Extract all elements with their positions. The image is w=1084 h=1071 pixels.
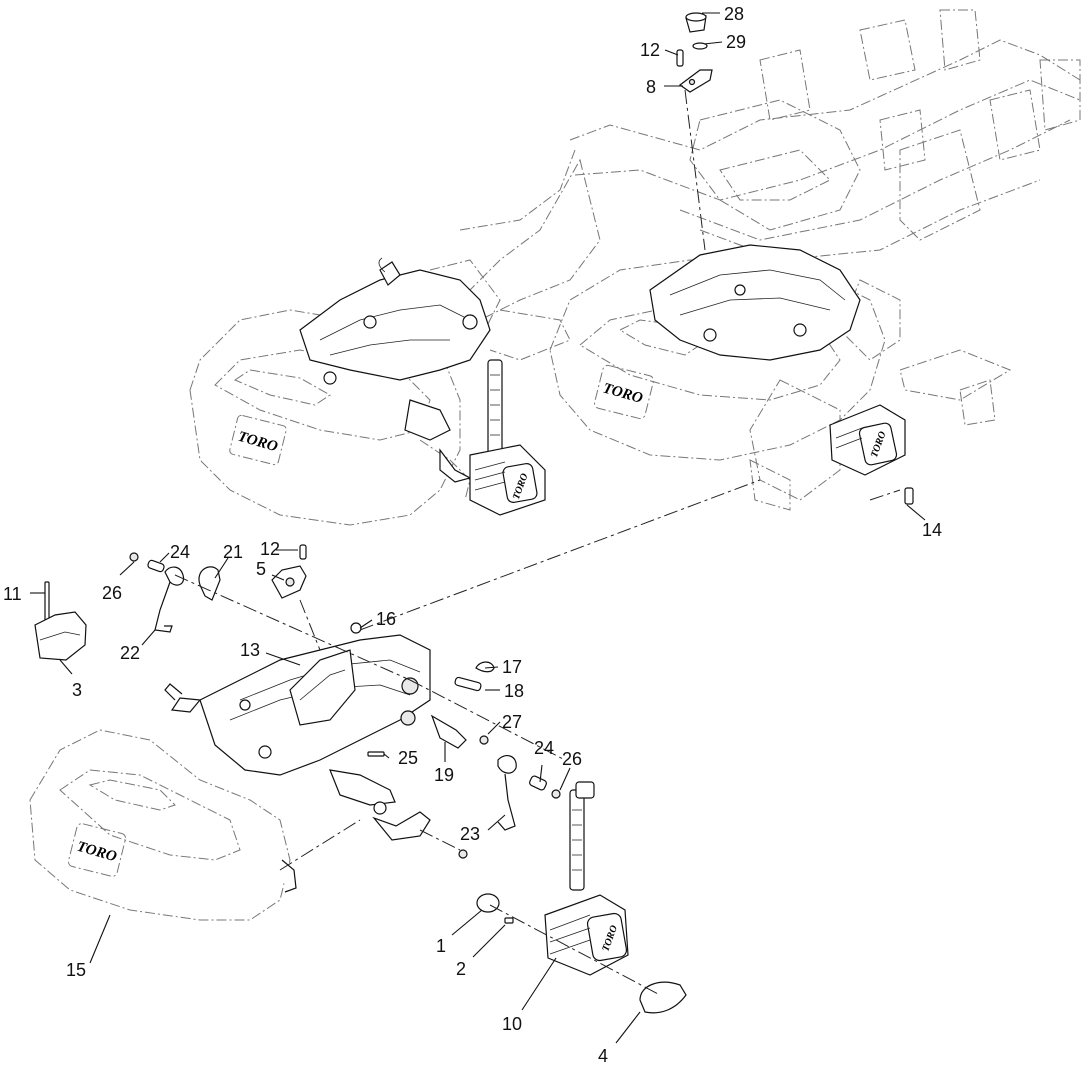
callout-labels: 28 29 12 8 14 11 26 24 21 12 5 22 3 13 1… (3, 4, 942, 1066)
left-cutting-unit-ghost (189, 309, 471, 526)
top-small-parts (676, 12, 914, 505)
left-reel-motor-ghost: TORO (469, 359, 546, 516)
callout-24-left: 24 (170, 542, 190, 562)
callout-13: 13 (240, 640, 260, 660)
callout-18: 18 (504, 681, 524, 701)
callout-29: 29 (726, 32, 746, 52)
reel-motor-10: TORO (544, 781, 629, 976)
callout-15: 15 (66, 960, 86, 980)
traction-frame-ghost (429, 9, 1081, 511)
callout-10: 10 (502, 1014, 522, 1034)
callout-27: 27 (502, 712, 522, 732)
small-parts-row (34, 544, 687, 1014)
callout-4: 4 (598, 1046, 608, 1066)
callout-21: 21 (223, 542, 243, 562)
callout-8: 8 (646, 77, 656, 97)
callout-3: 3 (72, 680, 82, 700)
callout-14: 14 (922, 520, 942, 540)
callout-12-mid: 12 (260, 539, 280, 559)
callout-22: 22 (120, 643, 140, 663)
callout-12-top: 12 (640, 40, 660, 60)
callout-26-right: 26 (562, 749, 582, 769)
callout-11: 11 (3, 584, 22, 604)
alignment-axes (174, 89, 901, 996)
right-reel-motor-ghost: TORO (829, 404, 906, 476)
callout-28: 28 (724, 4, 744, 24)
callout-25: 25 (398, 748, 418, 768)
left-carrier-frame-ghost (299, 257, 491, 483)
callout-19: 19 (434, 765, 454, 785)
carrier-frame-13 (164, 634, 431, 815)
callout-16: 16 (376, 609, 396, 629)
callout-24-right: 24 (534, 738, 554, 758)
brand-logo-left-deck: TORO (236, 429, 280, 456)
brand-logo-front-deck: TORO (75, 839, 119, 866)
callout-23: 23 (460, 824, 480, 844)
callout-2: 2 (456, 959, 466, 979)
callout-17: 17 (502, 657, 522, 677)
right-carrier-frame-ghost (649, 244, 861, 361)
brand-logo-right-deck: TORO (601, 380, 645, 407)
callout-leaders (30, 12, 926, 1044)
callout-26-left: 26 (102, 583, 122, 603)
callout-1: 1 (436, 936, 446, 956)
cutting-unit-15 (29, 729, 297, 921)
callout-5: 5 (256, 559, 266, 579)
